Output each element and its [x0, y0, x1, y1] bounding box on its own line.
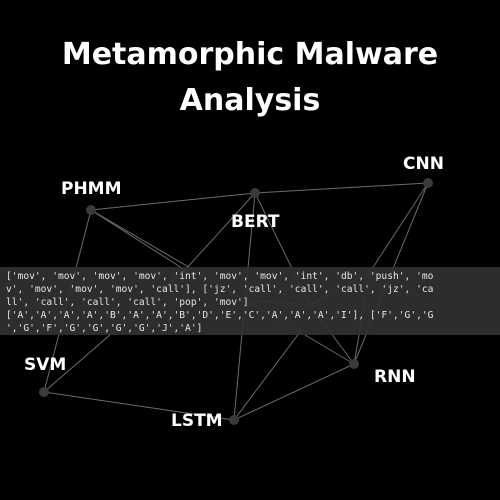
edge-phmm-h1 — [90, 209, 186, 271]
edge-lstm-h5 — [233, 331, 301, 421]
edge-bert-cnn — [254, 182, 429, 194]
code-line-3: ll', 'call', 'call', 'call', 'pop', 'mov… — [6, 297, 249, 308]
code-sample-band: ['mov', 'mov', 'mov', 'mov', 'int', 'mov… — [0, 267, 500, 335]
node-cnn — [423, 178, 433, 188]
node-svm — [39, 387, 49, 397]
code-line-4: ['A','A','A','A','B','A','A','B','D','E'… — [6, 310, 434, 321]
edge-phmm-bert — [90, 192, 256, 211]
label-svm: SVM — [24, 355, 67, 375]
edge-bert-h1 — [184, 192, 256, 271]
label-cnn: CNN — [403, 154, 444, 174]
code-line-1: ['mov', 'mov', 'mov', 'mov', 'int', 'mov… — [6, 271, 434, 282]
node-lstm — [229, 415, 239, 425]
page-title: Metamorphic Malware Analysis — [0, 32, 500, 124]
label-lstm: LSTM — [171, 411, 223, 431]
edge-svm-lstm — [43, 391, 235, 421]
edge-h5-rnn — [299, 331, 355, 365]
edge-lstm-rnn — [233, 363, 355, 421]
label-phmm: PHMM — [61, 179, 122, 199]
code-line-2: v', 'mov', 'mov', 'mov', 'call'], ['jz',… — [6, 284, 434, 295]
label-bert: BERT — [231, 212, 280, 232]
node-rnn — [349, 359, 359, 369]
title-line-1: Metamorphic Malware — [61, 37, 439, 72]
edge-cnn-h4 — [369, 182, 429, 273]
code-line-5: ','G','F','G','G','G','G','J','A'] — [6, 323, 203, 334]
node-bert — [250, 188, 260, 198]
label-rnn: RNN — [374, 367, 416, 387]
title-line-2: Analysis — [179, 83, 321, 118]
node-phmm — [86, 205, 96, 215]
